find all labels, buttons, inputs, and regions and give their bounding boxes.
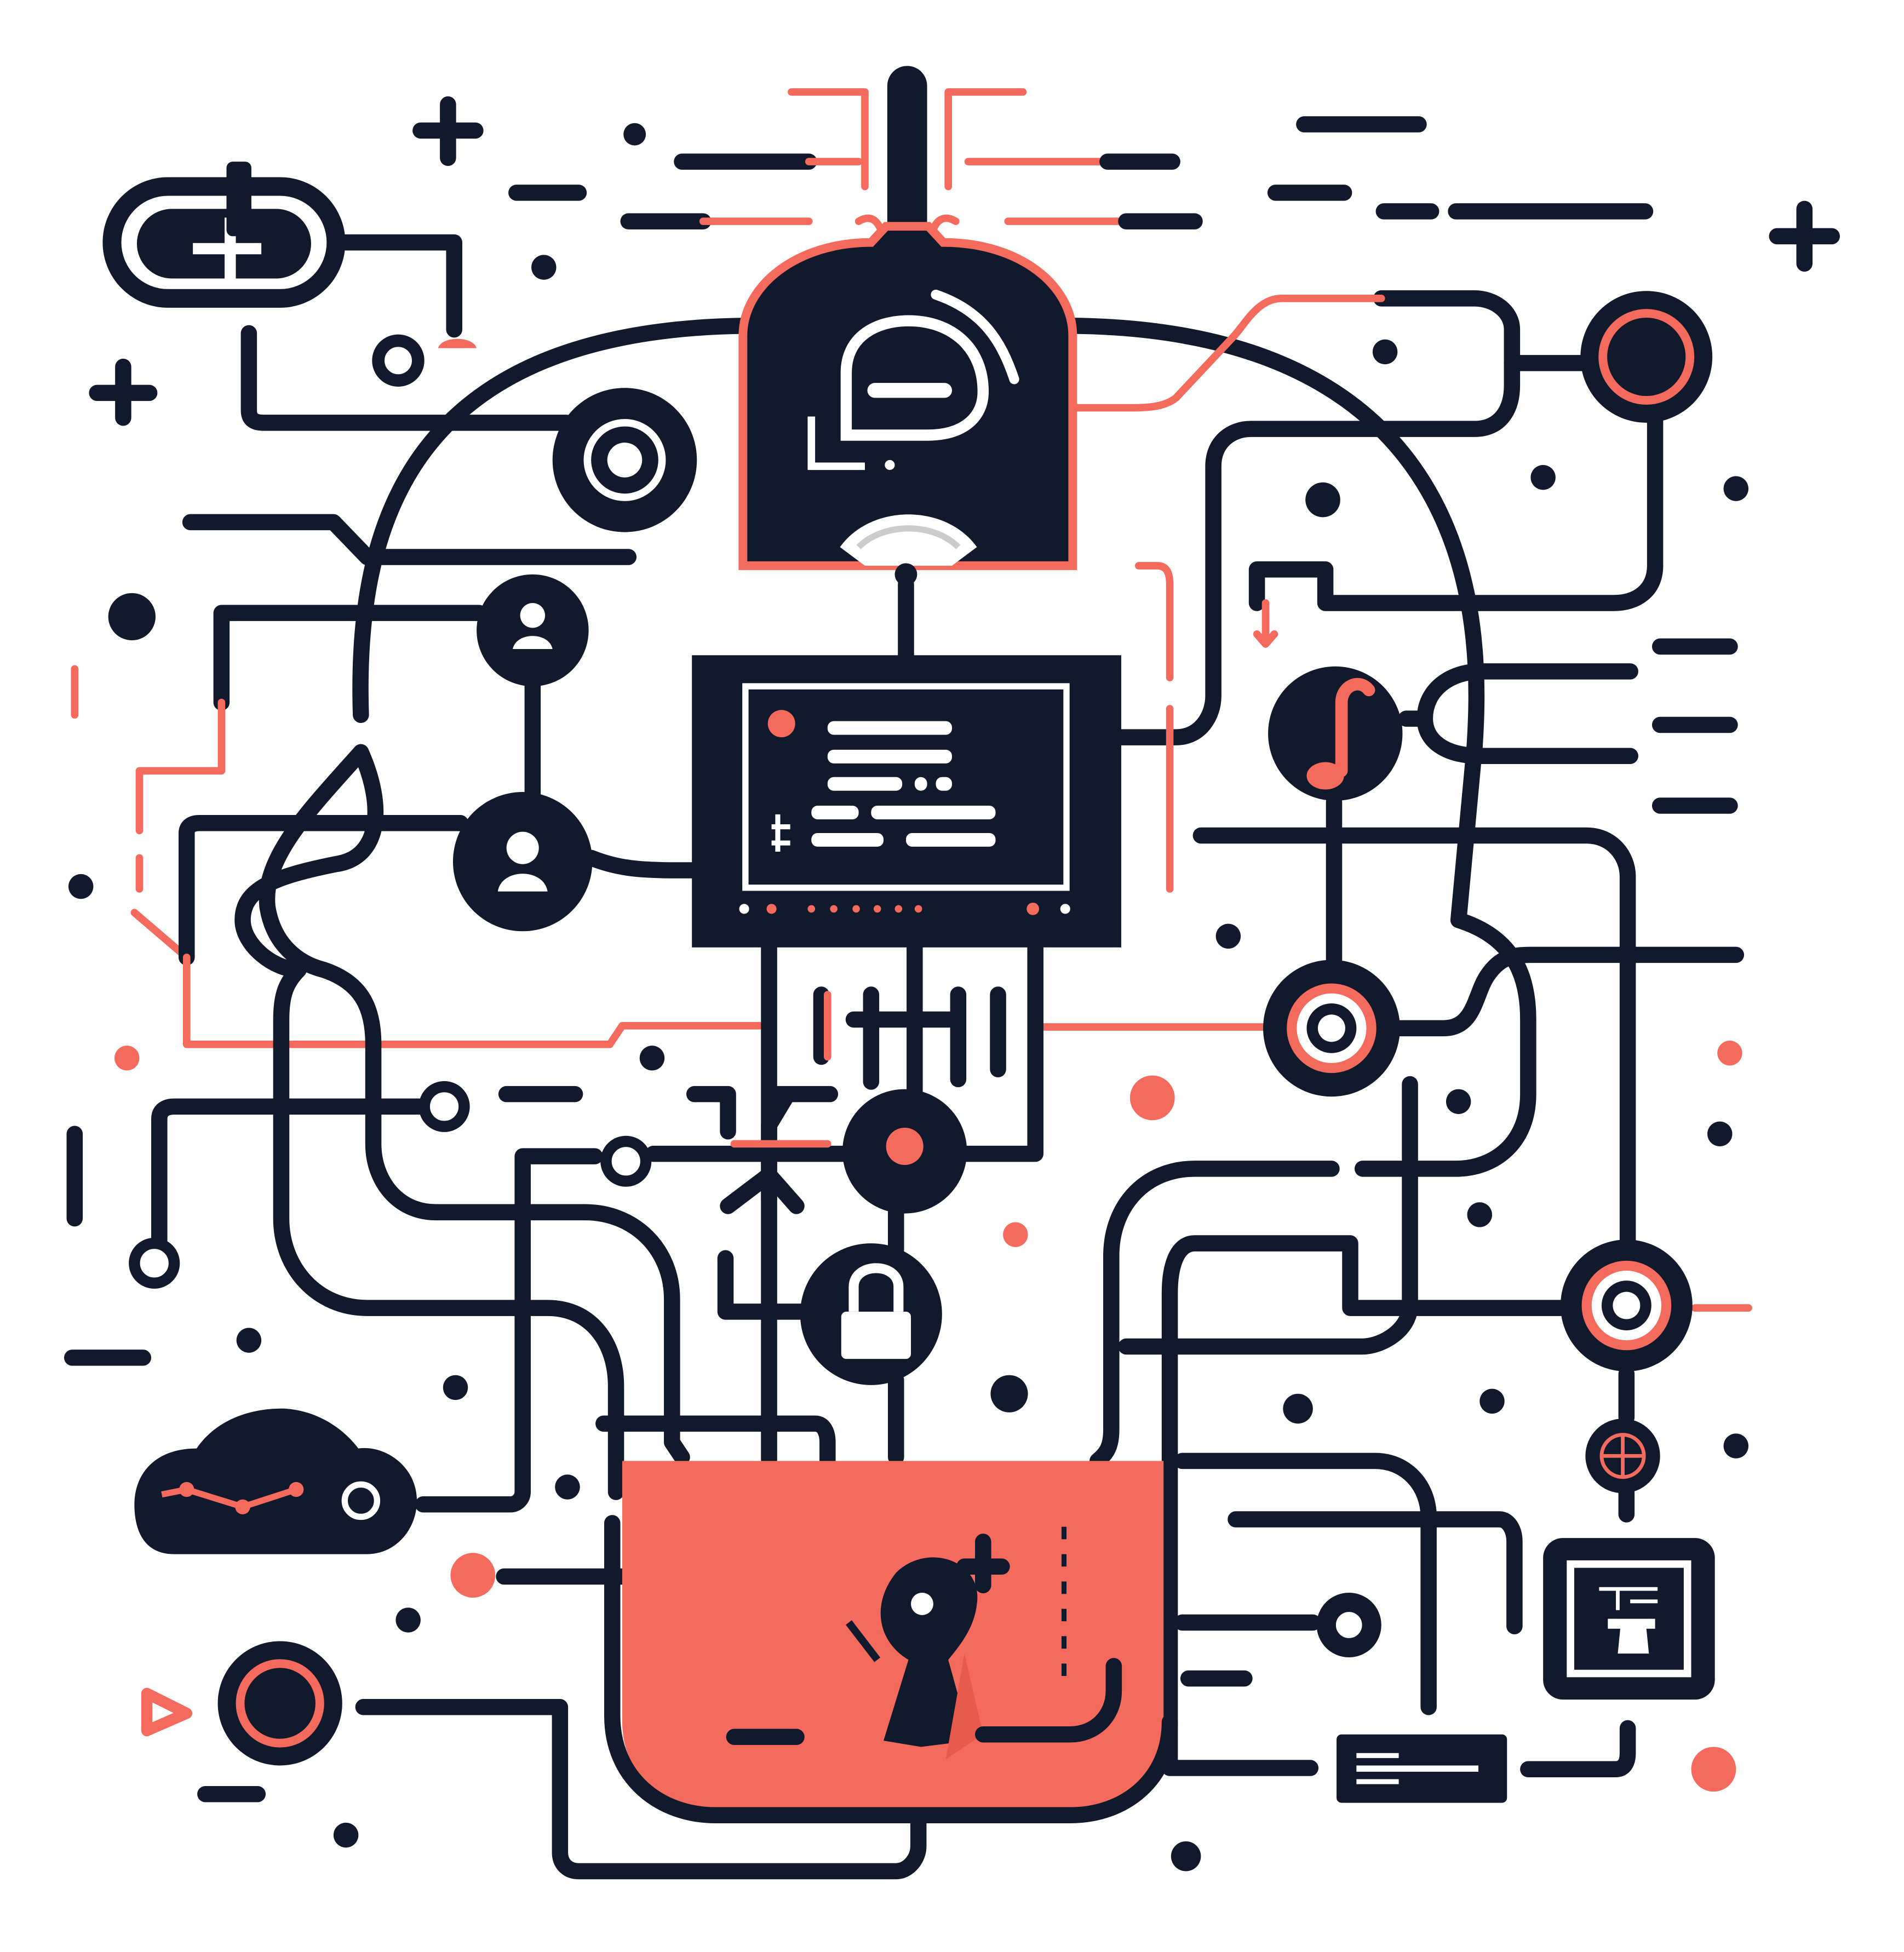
target-node-icon [129,291,1713,1766]
pill-icon [102,162,346,308]
dots [68,123,1749,1871]
globe-icon [1585,1419,1660,1494]
keyhole-icon [846,1534,1122,1760]
monitor-icon [692,655,1121,948]
play-icon [141,1687,193,1737]
decorative-lines [64,88,1840,1802]
music-note-icon [1268,666,1403,801]
lock-icon [800,1243,942,1385]
cloud-icon [134,1408,417,1554]
document-icon [1337,1538,1715,1803]
robot-head-icon [738,222,1077,570]
wifi-icon [840,514,977,664]
user-icon [452,574,593,932]
